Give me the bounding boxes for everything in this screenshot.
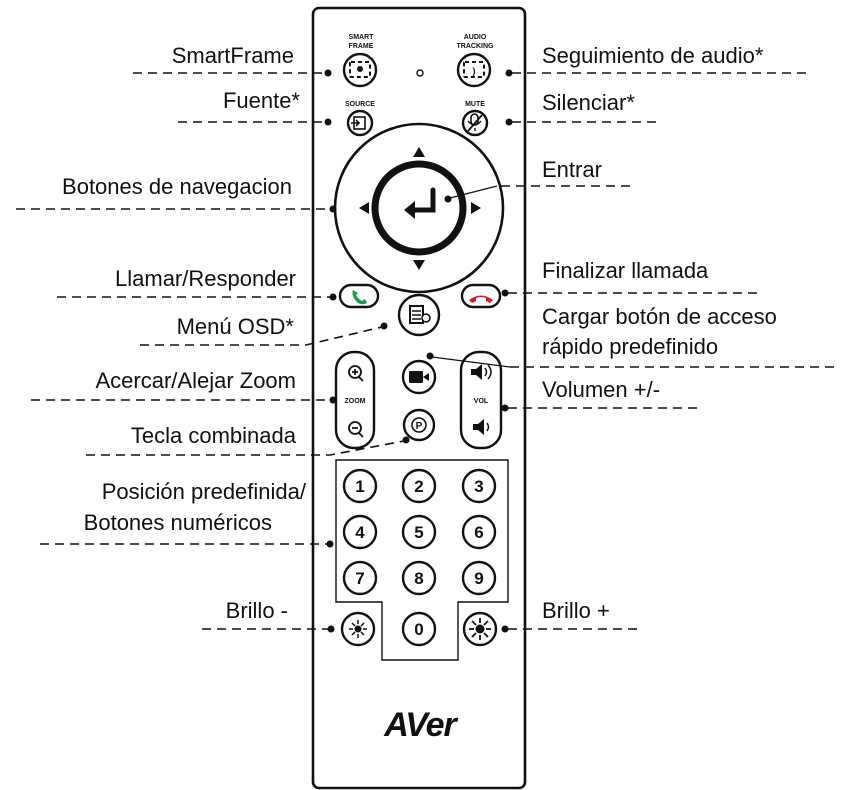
source-button[interactable] <box>346 109 374 137</box>
arrow-left-icon <box>359 202 369 214</box>
label-load-preset-1: Cargar botón de acceso <box>542 304 777 329</box>
keypad-button-1[interactable]: 1 <box>342 468 378 504</box>
brightness-plus-button[interactable] <box>462 611 498 647</box>
smart-frame-button[interactable] <box>342 52 378 88</box>
keypad-digit: 3 <box>474 477 483 496</box>
osd-menu-button[interactable] <box>397 293 441 337</box>
keypad-digit: 2 <box>414 477 423 496</box>
sun-small-icon <box>349 620 367 638</box>
enter-icon <box>404 187 436 219</box>
phone-red-icon <box>469 295 493 303</box>
label-brightness-minus: Brillo - <box>226 598 288 623</box>
brightness-minus-button[interactable] <box>340 611 376 647</box>
sun-large-icon <box>469 618 491 640</box>
keypad-button-4[interactable]: 4 <box>342 514 378 550</box>
keypad-digit: 8 <box>414 569 423 588</box>
label-mute: Silenciar* <box>542 90 635 115</box>
volume-down-icon <box>473 419 490 435</box>
mute-button[interactable] <box>461 109 489 137</box>
audio-tracking-caption-2: TRACKING <box>457 43 494 50</box>
keypad-button-2[interactable]: 2 <box>401 468 437 504</box>
label-source: Fuente* <box>223 88 300 113</box>
arrow-up-icon <box>413 147 425 157</box>
arrow-down-icon <box>413 260 425 270</box>
label-brightness-plus: Brillo + <box>542 598 610 623</box>
call-answer-button[interactable] <box>338 283 380 309</box>
camera-icon <box>409 371 429 383</box>
label-enter: Entrar <box>542 157 602 182</box>
zoom-in-icon <box>348 365 364 382</box>
combo-key-button[interactable]: P <box>402 408 436 442</box>
arrow-right-icon <box>471 202 481 214</box>
audio-tracking-caption-1: AUDIO <box>464 34 487 41</box>
keypad-frame <box>335 459 509 661</box>
keypad: 1 2 3 4 5 6 7 8 9 0 <box>342 468 497 647</box>
brand-logo: AVer <box>383 706 458 744</box>
label-smartframe: SmartFrame <box>172 43 294 68</box>
combo-key-caption: P <box>416 421 423 432</box>
end-call-button[interactable] <box>460 283 502 309</box>
source-caption: SOURCE <box>345 101 375 108</box>
label-combo-key: Tecla combinada <box>131 423 297 448</box>
enter-button[interactable] <box>371 160 467 256</box>
label-preset-2: Botones numéricos <box>84 510 272 535</box>
keypad-button-6[interactable]: 6 <box>461 514 497 550</box>
keypad-button-8[interactable]: 8 <box>401 560 437 596</box>
zoom-rocker[interactable]: ZOOM <box>334 350 376 450</box>
keypad-digit: 0 <box>414 620 423 639</box>
mute-caption: MUTE <box>465 101 485 108</box>
keypad-digit: 6 <box>474 523 483 542</box>
label-zoom: Acercar/Alejar Zoom <box>95 368 296 393</box>
menu-icon <box>409 305 431 324</box>
keypad-digit: 7 <box>355 569 364 588</box>
keypad-digit: 9 <box>474 569 483 588</box>
indicator-led <box>416 69 424 77</box>
smart-frame-caption-1: SMART <box>349 34 375 41</box>
zoom-caption: ZOOM <box>345 398 366 405</box>
microphone-muted-icon <box>467 113 483 132</box>
combo-key-icon <box>411 417 427 433</box>
label-navigation: Botones de navegacion <box>62 174 292 199</box>
smart-frame-icon <box>349 61 371 78</box>
zoom-out-icon <box>348 421 364 438</box>
label-audio-tracking: Seguimiento de audio* <box>542 43 764 68</box>
volume-rocker[interactable]: VOL <box>459 350 503 450</box>
keypad-digit: 4 <box>355 523 365 542</box>
label-load-preset-2: rápido predefinido <box>542 334 718 359</box>
label-volume: Volumen +/- <box>542 377 660 402</box>
label-preset-1: Posición predefinida/ <box>102 479 307 504</box>
label-end-call: Finalizar llamada <box>542 258 709 283</box>
keypad-button-5[interactable]: 5 <box>401 514 437 550</box>
keypad-button-0[interactable]: 0 <box>401 611 437 647</box>
smart-frame-caption-2: FRAME <box>349 43 374 50</box>
svg-text:): ) <box>473 66 476 76</box>
keypad-button-7[interactable]: 7 <box>342 560 378 596</box>
load-preset-button[interactable] <box>401 359 437 395</box>
audio-tracking-icon <box>463 61 485 78</box>
volume-caption: VOL <box>474 398 489 405</box>
label-call-answer: Llamar/Responder <box>115 266 296 291</box>
keypad-button-9[interactable]: 9 <box>461 560 497 596</box>
label-osd-menu: Menú OSD* <box>177 314 295 339</box>
keypad-button-3[interactable]: 3 <box>461 468 497 504</box>
phone-green-icon <box>352 290 367 305</box>
keypad-digit: 5 <box>414 523 423 542</box>
volume-up-icon <box>471 364 492 380</box>
keypad-digit: 1 <box>355 477 364 496</box>
audio-tracking-button[interactable]: ) <box>456 52 492 88</box>
